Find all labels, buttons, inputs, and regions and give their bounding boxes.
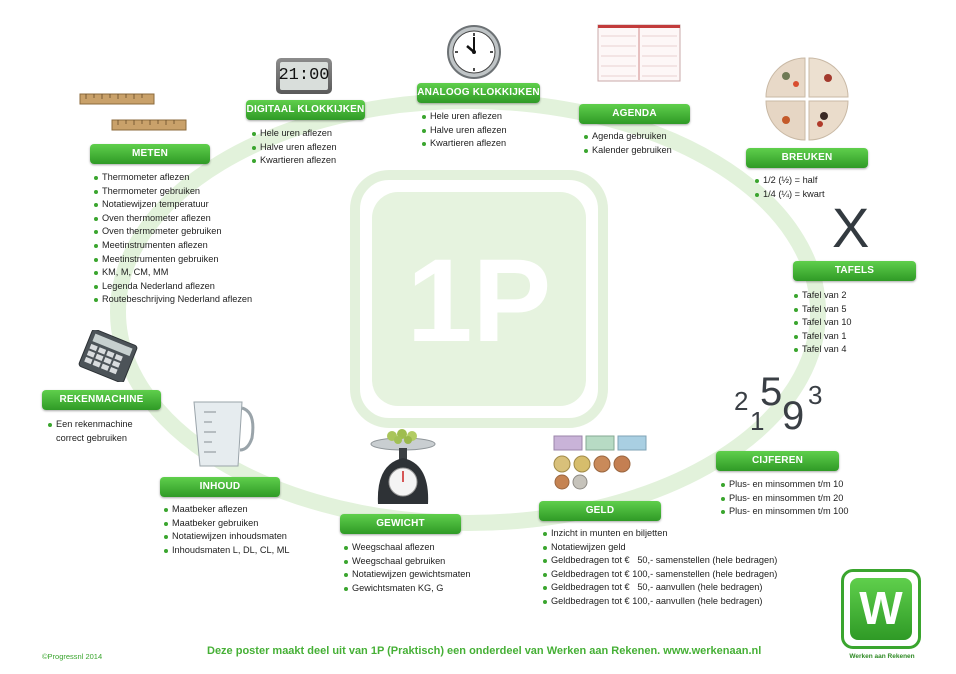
logo-caption: Werken aan Rekenen xyxy=(849,653,915,660)
analog-clock-image xyxy=(447,25,501,79)
list-item: Halve uren aflezen xyxy=(421,124,507,138)
list-breuken: 1/2 (½) = half 1/4 (¼) = kwart xyxy=(754,174,825,201)
list-item: Weegschaal gebruiken xyxy=(343,555,470,569)
list-item: 1/4 (¼) = kwart xyxy=(754,188,825,202)
pizza-fractions-image xyxy=(765,57,849,141)
list-item: Meetinstrumenten gebruiken xyxy=(93,253,252,267)
badge-geld: GELD xyxy=(539,501,661,521)
list-geld: Inzicht in munten en biljetten Notatiewi… xyxy=(542,527,777,609)
badge-tafels: TAFELS xyxy=(793,261,916,281)
list-cijferen: Plus- en minsommen t/m 10 Plus- en minso… xyxy=(720,478,848,519)
list-item: Agenda gebruiken xyxy=(583,130,672,144)
badge-cijferen: CIJFEREN xyxy=(716,451,839,471)
badge-analoog-klokkijken: ANALOOG KLOKKIJKEN xyxy=(417,83,540,103)
digit: 3 xyxy=(808,380,823,410)
list-item: Thermometer gebruiken xyxy=(93,185,252,199)
digit: 1 xyxy=(750,406,765,436)
measuring-cup-image xyxy=(193,401,255,467)
list-item: KM, M, CM, MM xyxy=(93,266,252,280)
list-item: Oven thermometer gebruiken xyxy=(93,225,252,239)
list-item: Oven thermometer aflezen xyxy=(93,212,252,226)
list-item-continuation: correct gebruiken xyxy=(56,432,127,443)
digit: 2 xyxy=(734,386,749,416)
digits-image: 2 1 5 9 3 xyxy=(730,368,830,440)
rulers-image xyxy=(79,93,187,131)
list-item: Tafel van 1 xyxy=(793,330,852,344)
list-analoog: Hele uren aflezen Halve uren aflezen Kwa… xyxy=(421,110,507,151)
list-item: Een rekenmachine xyxy=(47,418,133,432)
digit: 5 xyxy=(760,370,783,414)
money-image xyxy=(553,435,647,490)
list-tafels: Tafel van 2 Tafel van 5 Tafel van 10 Taf… xyxy=(793,289,852,357)
list-item: Tafel van 2 xyxy=(793,289,852,303)
list-rekenmachine: Een rekenmachine correct gebruiken xyxy=(47,418,133,445)
list-item: Meetinstrumenten aflezen xyxy=(93,239,252,253)
list-item: Legenda Nederland aflezen xyxy=(93,280,252,294)
list-item: Geldbedragen tot € 50,- aanvullen (hele … xyxy=(542,581,777,595)
list-item: Plus- en minsommen t/m 10 xyxy=(720,478,848,492)
center-1p-logo: 1P xyxy=(350,170,608,428)
list-item: Halve uren aflezen xyxy=(251,141,337,155)
digital-clock-display: 21:00 xyxy=(278,66,330,85)
list-item: Weegschaal aflezen xyxy=(343,541,470,555)
list-item: Plus- en minsommen t/m 100 xyxy=(720,505,848,519)
list-meten: Thermometer aflezen Thermometer gebruike… xyxy=(93,171,252,307)
list-item: Geldbedragen tot € 100,- aanvullen (hele… xyxy=(542,595,777,609)
digital-clock-image: 21:00 xyxy=(276,58,332,94)
list-item: Tafel van 4 xyxy=(793,343,852,357)
list-item: Routebeschrijving Nederland aflezen xyxy=(93,293,252,307)
copyright: ©Progressnl 2014 xyxy=(42,652,103,661)
digit: 9 xyxy=(782,394,805,438)
agenda-image xyxy=(597,24,681,82)
calculator-image xyxy=(78,330,138,382)
badge-meten: METEN xyxy=(90,144,210,164)
list-digitaal: Hele uren aflezen Halve uren aflezen Kwa… xyxy=(251,127,337,168)
list-agenda: Agenda gebruiken Kalender gebruiken xyxy=(583,130,672,157)
list-item: Notatiewijzen temperatuur xyxy=(93,198,252,212)
list-item: Geldbedragen tot € 50,- samenstellen (he… xyxy=(542,554,777,568)
list-item: Notatiewijzen inhoudsmaten xyxy=(163,530,289,544)
list-item: Kalender gebruiken xyxy=(583,144,672,158)
list-item: Hele uren aflezen xyxy=(251,127,337,141)
list-item: Inhoudsmaten L, DL, CL, ML xyxy=(163,544,289,558)
badge-rekenmachine: REKENMACHINE xyxy=(42,390,161,410)
list-item: Geldbedragen tot € 100,- samenstellen (h… xyxy=(542,568,777,582)
badge-agenda: AGENDA xyxy=(579,104,690,124)
list-gewicht: Weegschaal aflezen Weegschaal gebruiken … xyxy=(343,541,470,595)
list-item: Thermometer aflezen xyxy=(93,171,252,185)
badge-digitaal-klokkijken: DIGITAAL KLOKKIJKEN xyxy=(246,100,365,120)
list-item: Maatbeker gebruiken xyxy=(163,517,289,531)
list-item: Maatbeker aflezen xyxy=(163,503,289,517)
list-item: Gewichtsmaten KG, G xyxy=(343,582,470,596)
list-inhoud: Maatbeker aflezen Maatbeker gebruiken No… xyxy=(163,503,289,557)
kitchen-scale-image xyxy=(370,429,436,504)
list-item: Kwartieren aflezen xyxy=(251,154,337,168)
werken-aan-rekenen-logo: W xyxy=(841,569,921,649)
list-item: Kwartieren aflezen xyxy=(421,137,507,151)
multiply-symbol: X xyxy=(832,196,870,259)
footer-text: Deze poster maakt deel uit van 1P (Prakt… xyxy=(207,645,762,657)
center-logo-text: 1P xyxy=(407,235,551,367)
badge-gewicht: GEWICHT xyxy=(340,514,461,534)
list-item: Plus- en minsommen t/m 20 xyxy=(720,492,848,506)
badge-breuken: BREUKEN xyxy=(746,148,868,168)
logo-letter: W xyxy=(859,582,903,634)
badge-inhoud: INHOUD xyxy=(160,477,280,497)
list-item: Hele uren aflezen xyxy=(421,110,507,124)
list-item: Inzicht in munten en biljetten xyxy=(542,527,777,541)
list-item: Notatiewijzen geld xyxy=(542,541,777,555)
list-item: Tafel van 10 xyxy=(793,316,852,330)
list-item: 1/2 (½) = half xyxy=(754,174,825,188)
list-item: Notatiewijzen gewichtsmaten xyxy=(343,568,470,582)
list-item: Tafel van 5 xyxy=(793,303,852,317)
